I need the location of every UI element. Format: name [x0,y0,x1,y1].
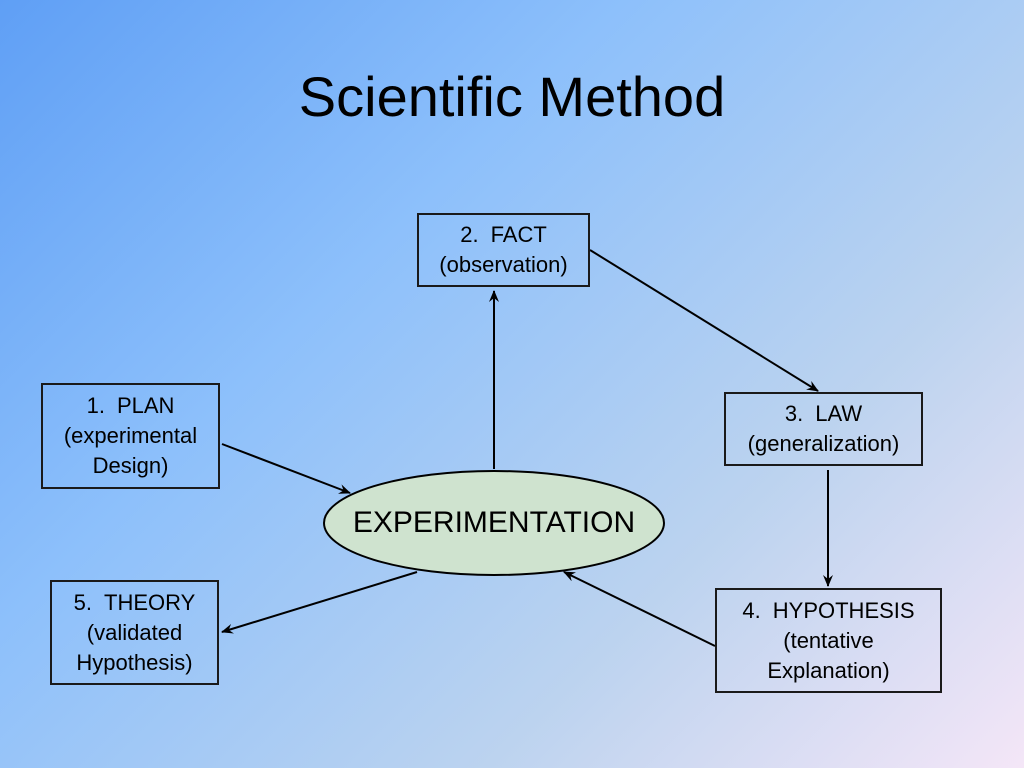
step-theory-box[interactable]: 5. THEORY (validated Hypothesis) [50,580,219,685]
step-hypothesis-box[interactable]: 4. HYPOTHESIS (tentative Explanation) [715,588,942,693]
arrow-plan-to-experimentation [221,443,351,494]
arrow-hypothesis-to-experimentation [563,571,716,647]
step-description: (observation) [439,252,568,277]
step-name: HYPOTHESIS [772,597,915,623]
step-name: LAW [815,401,863,426]
step-number: 4. [742,597,761,623]
step-description: (validated [86,619,183,645]
arrow-fact-to-law [589,249,819,392]
step-description: (generalization) [747,431,900,456]
step-law-box[interactable]: 3. LAW (generalization) [724,392,923,466]
step-number: 5. [73,589,93,615]
step-plan-box[interactable]: 1. PLAN (experimental Design) [41,383,220,489]
slide-title: Scientific Method [298,65,726,128]
step-description-cont: Explanation) [767,657,890,683]
step-number: 3. [784,401,804,426]
step-name: PLAN [116,393,175,418]
arrow-experimentation-to-theory [221,571,418,634]
step-description-cont: Design) [92,453,169,478]
step-number: 2. [460,222,479,247]
experimentation-ellipse[interactable] [323,470,665,576]
step-number: 1. [86,393,105,418]
step-fact-box[interactable]: 2. FACT (observation) [417,213,590,287]
step-name: THEORY [104,589,196,615]
step-description: (tentative [783,627,874,653]
step-name: FACT [490,222,547,247]
step-description: (experimental [63,423,198,448]
step-description-cont: Hypothesis) [76,649,193,675]
experimentation-label: EXPERIMENTATION [352,506,636,539]
